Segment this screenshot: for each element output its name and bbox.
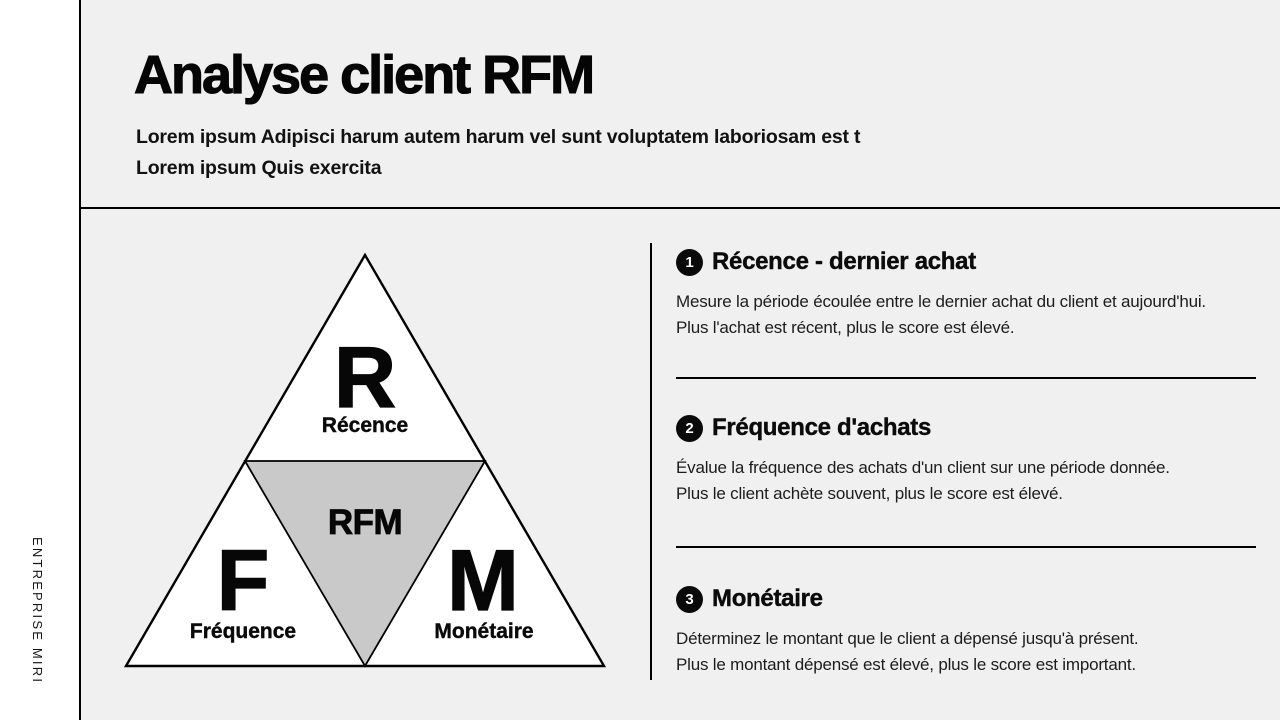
section-body-line-2: Plus le montant dépensé est élevé, plus …: [676, 655, 1136, 674]
section-divider-2: [676, 546, 1256, 548]
section-number-badge: 3: [676, 585, 703, 613]
section-header: 2 Fréquence d'achats: [676, 414, 1260, 442]
section-body-line-2: Plus l'achat est récent, plus le score e…: [676, 318, 1015, 337]
section-header: 3 Monétaire: [676, 585, 1260, 613]
pyramid-letter-f: F: [216, 533, 270, 629]
section-body: Mesure la période écoulée entre le derni…: [676, 289, 1260, 341]
section-divider-1: [676, 377, 1256, 379]
pyramid-label-recence: Récence: [321, 414, 409, 437]
page-title: Analyse client RFM: [133, 44, 595, 105]
section-body-line-1: Déterminez le montant que le client a dé…: [676, 629, 1139, 648]
section-body: Évalue la fréquence des achats d'un clie…: [676, 455, 1260, 507]
section-header: 1 Récence - dernier achat: [676, 248, 1260, 276]
section-monetaire: 3 Monétaire Déterminez le montant que le…: [676, 585, 1260, 678]
subtitle-line-1: Lorem ipsum Adipisci harum autem harum v…: [136, 126, 861, 148]
pyramid-letter-r: R: [333, 330, 397, 426]
section-number-badge: 1: [676, 248, 703, 276]
section-number-badge: 2: [676, 414, 703, 442]
subtitle-line-2: Lorem ipsum Quis exercita: [136, 156, 382, 179]
header-divider-line: [79, 207, 1280, 209]
section-title: Monétaire: [712, 585, 823, 612]
section-body-line-1: Mesure la période écoulée entre le derni…: [676, 292, 1206, 311]
pyramid-center-triangle: [243, 460, 487, 668]
section-body: Déterminez le montant que le client a dé…: [676, 626, 1260, 678]
pyramid-center-label: RFM: [327, 503, 403, 543]
column-divider-line: [650, 243, 652, 680]
section-title: Récence - dernier achat: [712, 248, 977, 275]
rfm-pyramid-diagram: [123, 252, 607, 668]
section-recence: 1 Récence - dernier achat Mesure la péri…: [676, 248, 1260, 341]
section-body-line-1: Évalue la fréquence des achats d'un clie…: [676, 458, 1170, 477]
pyramid-letter-m: M: [447, 533, 520, 629]
left-border-line: [79, 0, 81, 720]
section-title: Fréquence d'achats: [712, 414, 932, 441]
pyramid-label-frequence: Fréquence: [189, 620, 297, 643]
section-frequence: 2 Fréquence d'achats Évalue la fréquence…: [676, 414, 1260, 507]
section-body-line-2: Plus le client achète souvent, plus le s…: [676, 484, 1063, 503]
pyramid-label-monetaire: Monétaire: [434, 620, 534, 643]
company-vertical-label: ENTREPRISE MIRI: [30, 537, 45, 685]
subtitle-block: Lorem ipsum Adipisci harum autem harum v…: [136, 122, 861, 183]
